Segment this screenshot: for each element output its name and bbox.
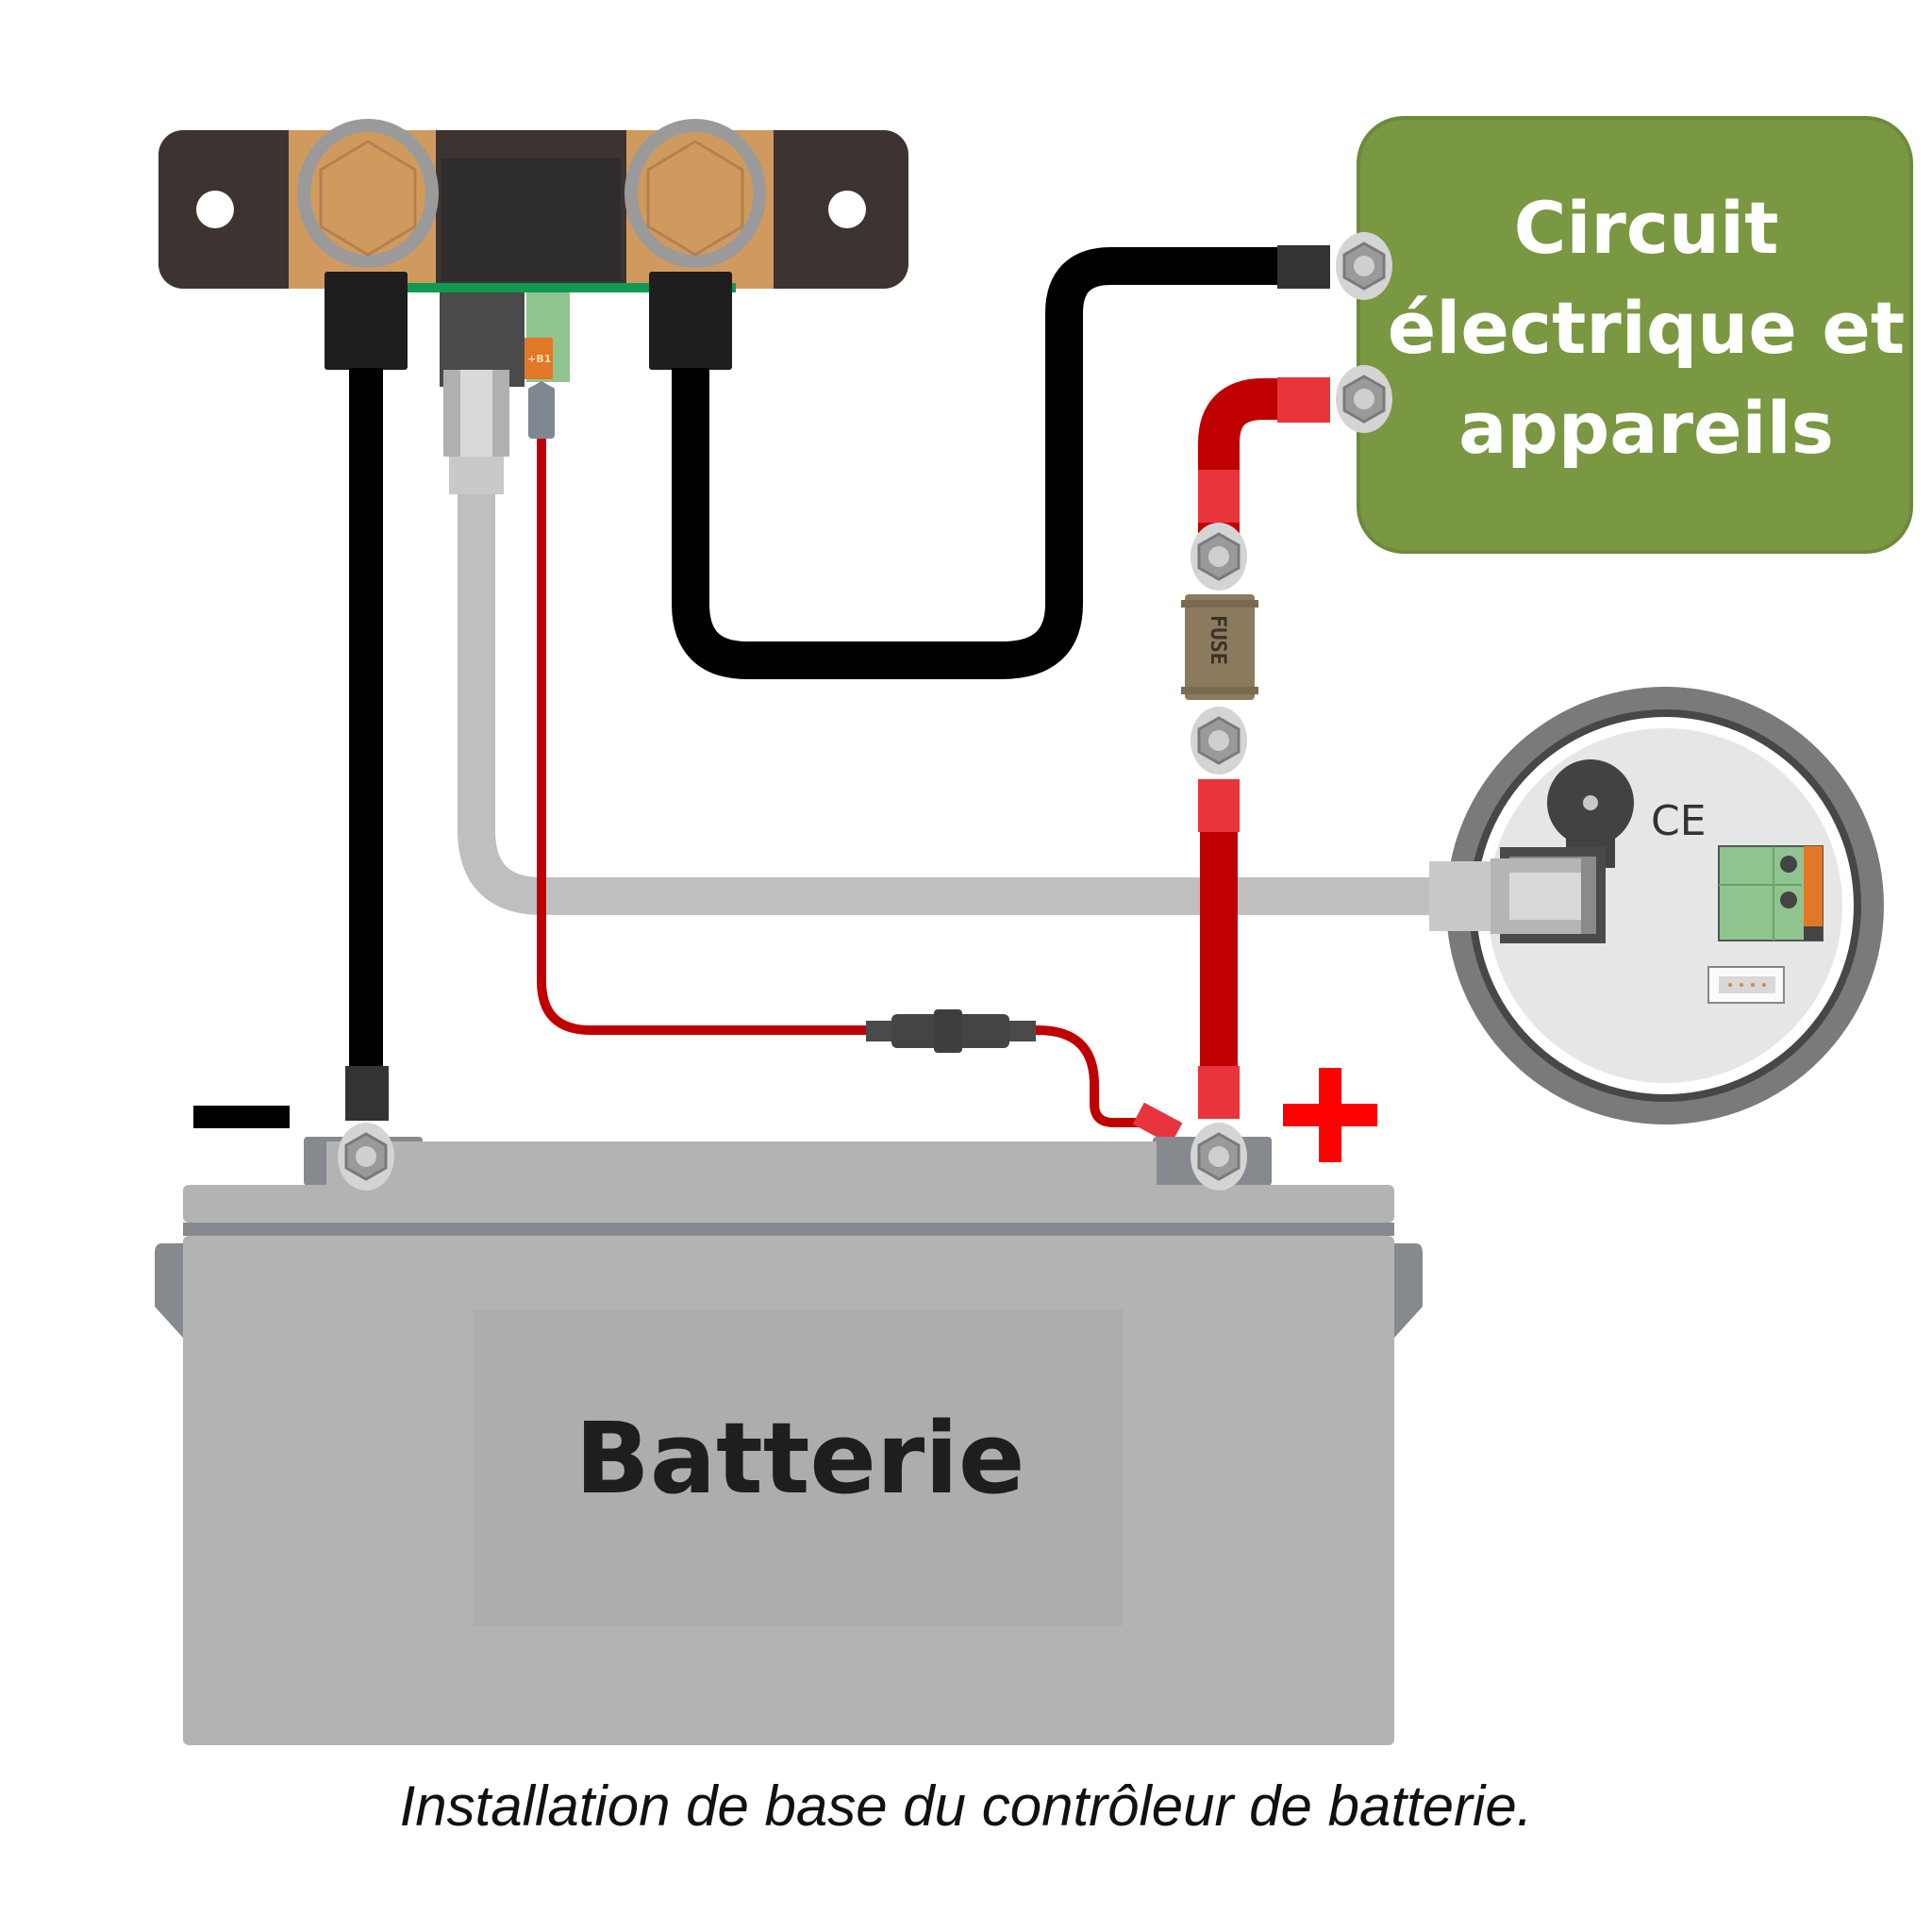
- sleeve-pos-fuse-bottom: [1198, 779, 1240, 832]
- load-negative-terminal: [1334, 230, 1394, 302]
- load-box-title-line-2: électrique et: [1388, 286, 1905, 370]
- shunt-mount-hole-left: [196, 191, 234, 228]
- load-positive-terminal: [1334, 363, 1394, 435]
- load-box-title-line-3: appareils: [1458, 386, 1834, 470]
- positive-sign-icon: [1283, 1068, 1377, 1162]
- negative-cable-load: [672, 247, 1283, 679]
- sense-wire: [528, 381, 1160, 1127]
- battery-handle-right: [1394, 1243, 1423, 1338]
- main-fuse: FUSE: [1181, 521, 1258, 776]
- lug-sleeve-load-negative: [1277, 245, 1330, 289]
- lug-sleeve-shunt-left: [325, 272, 408, 370]
- ring-terminal-right: [625, 119, 766, 268]
- negative-sign-icon: [193, 1106, 290, 1128]
- battery: Batterie: [155, 1121, 1423, 1745]
- bolt-left: [319, 140, 417, 257]
- diagram-caption: Installation de base du contrôleur de ba…: [399, 1774, 1533, 1838]
- sense-wire-lug: [1132, 1102, 1183, 1145]
- battery-label: Batterie: [575, 1401, 1025, 1516]
- battery-label-panel: [474, 1309, 1123, 1626]
- positive-cable: [1198, 377, 1330, 1119]
- load-box-title-line-1: Circuit: [1514, 186, 1779, 270]
- battery-monitor: CE: [1429, 687, 1884, 1124]
- shunt-mount-hole-right: [828, 191, 866, 228]
- shunt-resistor: [441, 158, 621, 281]
- b1-label: +B1: [527, 353, 551, 365]
- inline-fuse-holder: [866, 1009, 1036, 1053]
- data-cable: [443, 370, 1434, 915]
- ce-mark: CE: [1651, 797, 1707, 845]
- fuse-body: [1185, 594, 1255, 700]
- lug-sleeve-shunt-right: [649, 272, 732, 370]
- b1-terminal: [525, 338, 553, 379]
- battery-positive-terminal: [1189, 1121, 1249, 1192]
- sleeve-pos-fuse-top: [1198, 470, 1240, 523]
- shunt: +B1: [158, 119, 908, 387]
- shunt-pcb: [396, 283, 736, 292]
- bolt-right: [646, 140, 744, 257]
- lug-sleeve-battery-negative: [345, 1066, 389, 1121]
- b1-plug: [528, 387, 555, 439]
- battery-top: [183, 1185, 1394, 1223]
- ring-terminal-left: [297, 119, 439, 268]
- sleeve-pos-load: [1277, 377, 1330, 423]
- load-box-body: [1357, 116, 1913, 554]
- load-box: Circuit électrique et appareils: [1334, 116, 1913, 554]
- battery-stripe: [183, 1223, 1394, 1236]
- battery-lid: [326, 1141, 1157, 1189]
- battery-negative-terminal: [336, 1121, 396, 1192]
- battery-handle-left: [155, 1243, 183, 1338]
- sleeve-pos-battery: [1198, 1066, 1240, 1119]
- fuse-label: FUSE: [1206, 615, 1229, 665]
